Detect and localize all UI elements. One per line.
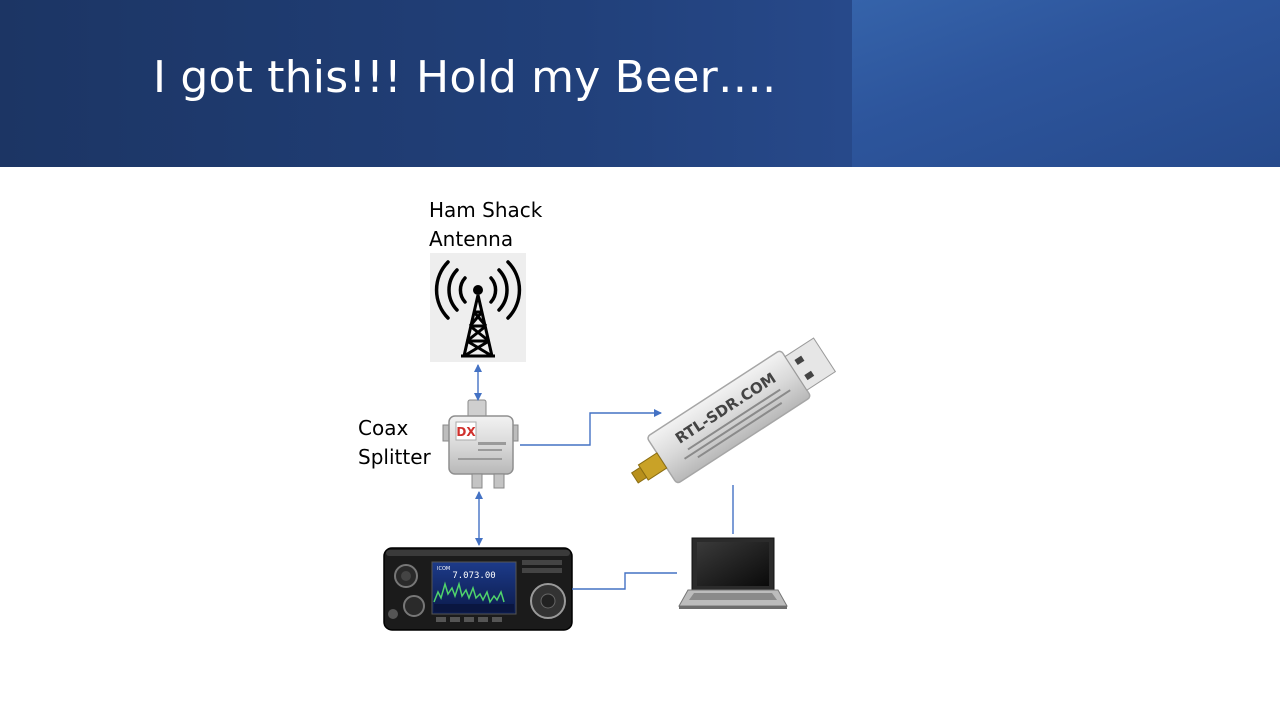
antenna-label-line2: Antenna (429, 227, 514, 251)
splitter-brand: DX (456, 425, 476, 439)
splitter-label-line2: Splitter (358, 445, 431, 469)
radio-laptop-connector (572, 572, 677, 590)
slide-title: I got this!!! Hold my Beer…. (153, 52, 777, 103)
antenna-label: Ham Shack Antenna (429, 196, 542, 254)
title-banner-accent (852, 0, 1280, 167)
radio-frequency-display: 7.073.00 (452, 571, 495, 581)
connectors (474, 364, 734, 590)
title-banner: I got this!!! Hold my Beer…. (0, 0, 1280, 167)
antenna-tower-icon (430, 253, 526, 362)
splitter-label: Coax Splitter (358, 414, 431, 472)
usb-sdr-dongle-icon: RTL-SDR.COM (630, 337, 837, 484)
splitter-label-line1: Coax (358, 416, 409, 440)
coax-splitter-icon: DX (442, 399, 519, 489)
splitter-sdr-connector (520, 409, 662, 446)
laptop-icon (678, 537, 788, 609)
radio-brand-text: ICOM (437, 566, 450, 572)
antenna-label-line1: Ham Shack (429, 198, 543, 222)
transceiver-radio-icon: 7.073.00 ICOM (383, 547, 573, 631)
